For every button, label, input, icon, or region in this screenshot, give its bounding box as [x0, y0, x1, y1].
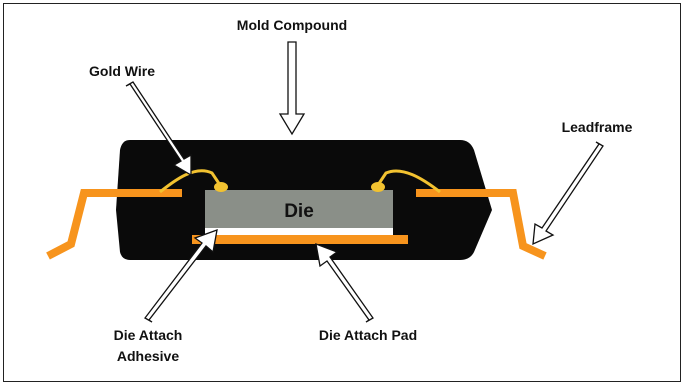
arrow-die-attach-pad — [315, 242, 374, 323]
gold-wire-right — [376, 169, 441, 194]
label-die-attach-adhesive-line1: Die Attach — [114, 327, 183, 343]
label-mold-compound: Mold Compound — [237, 17, 347, 33]
arrow-leadframe — [532, 141, 604, 246]
die-attach-adhesive — [205, 228, 393, 235]
wire-bond-ball-left — [214, 182, 228, 192]
label-die-attach-pad: Die Attach Pad — [319, 327, 417, 343]
label-gold-wire: Gold Wire — [89, 63, 155, 79]
die — [205, 190, 393, 228]
arrow-gold-wire — [125, 81, 192, 177]
wire-bond-ball-right — [371, 182, 385, 192]
label-leadframe: Leadframe — [562, 119, 633, 135]
arrow-mold-compound — [278, 41, 306, 136]
die-label: Die — [284, 201, 314, 222]
label-die-attach-adhesive-line2: Adhesive — [117, 348, 179, 364]
leadframe-right-lead — [416, 189, 547, 260]
arrow-die-attach-adhesive — [144, 229, 218, 323]
leadframe-left-lead — [46, 189, 182, 260]
die-attach-pad — [192, 235, 408, 244]
